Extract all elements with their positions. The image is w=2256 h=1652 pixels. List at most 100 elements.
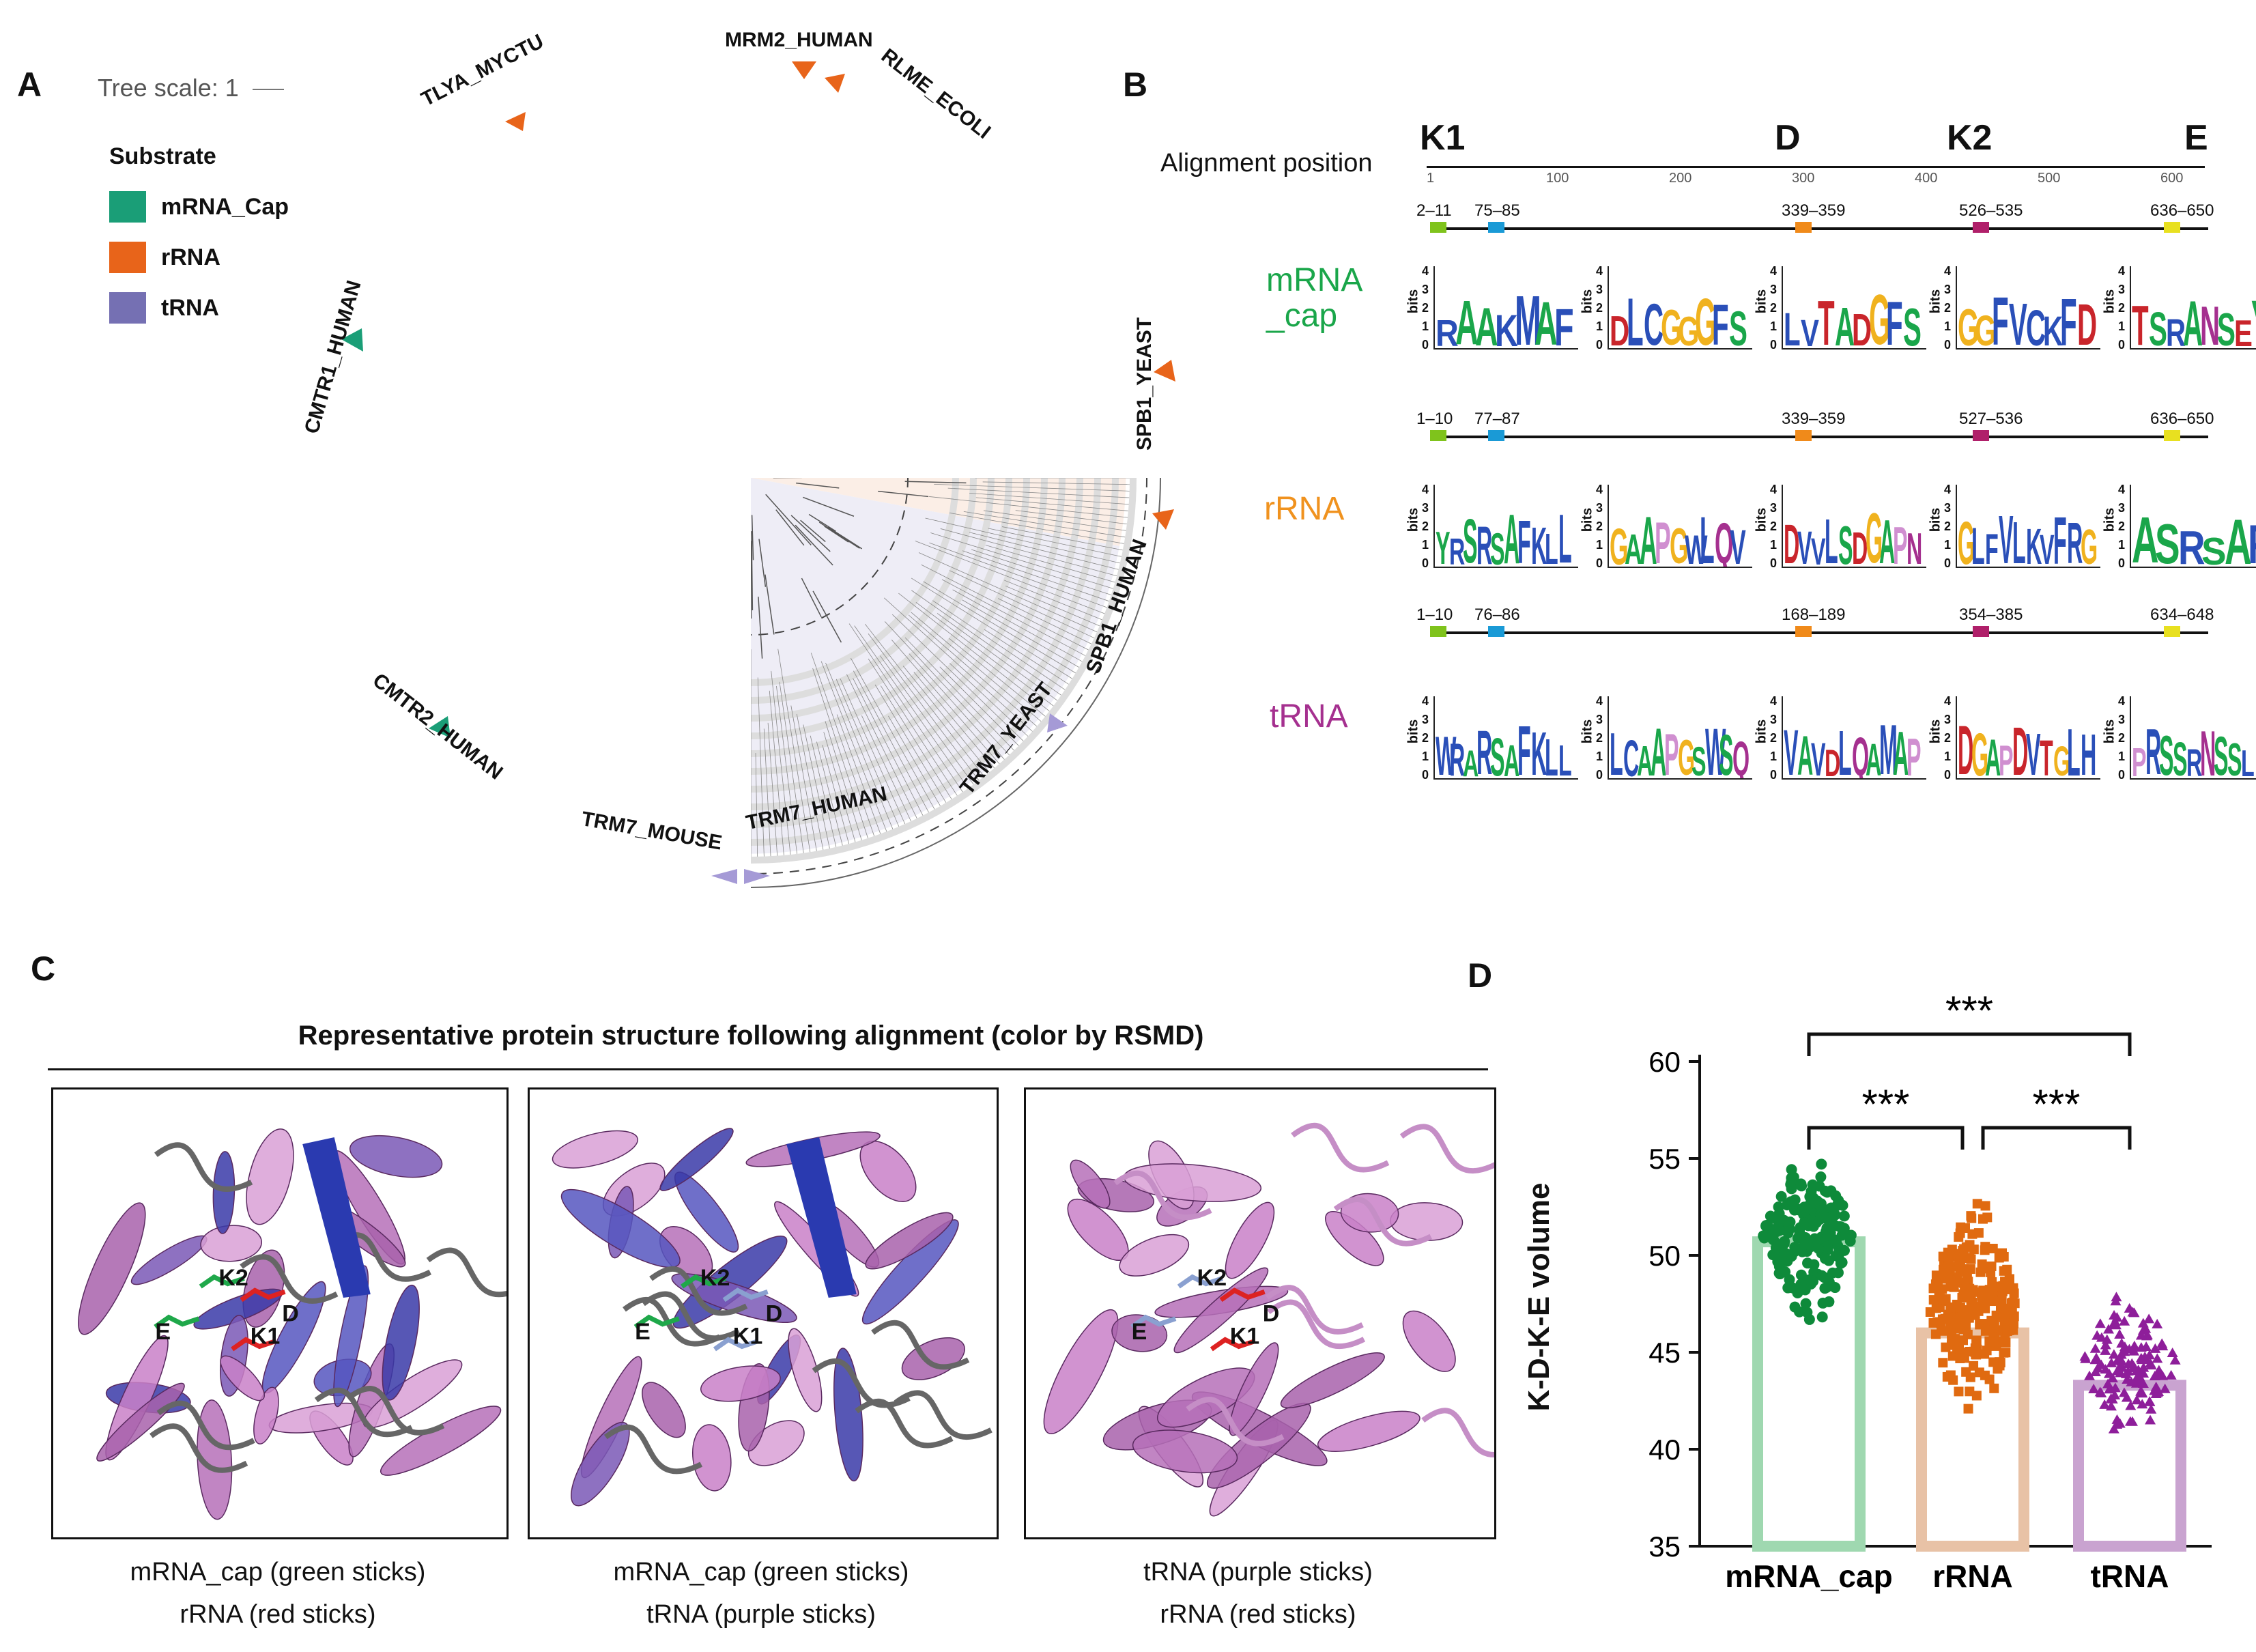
logo-letter: G bbox=[1695, 285, 1717, 348]
data-point bbox=[1760, 1220, 1772, 1231]
leaf-branch bbox=[413, 571, 569, 650]
leaf-branch bbox=[758, 99, 764, 262]
logo-letter: F bbox=[1712, 293, 1729, 348]
leaf-branch bbox=[941, 579, 1086, 656]
data-point bbox=[1930, 1279, 1941, 1290]
logo-letter: L bbox=[1610, 720, 1623, 778]
leaf-branch bbox=[808, 110, 842, 246]
internal-branch bbox=[751, 515, 754, 560]
logo-letter: A bbox=[1866, 734, 1882, 778]
data-point bbox=[1779, 1236, 1790, 1247]
data-point bbox=[2152, 1387, 2163, 1397]
legend-swatch-trna bbox=[109, 292, 146, 324]
y-tick-label: 55 bbox=[1648, 1143, 1681, 1175]
leaf-branch bbox=[517, 180, 633, 328]
helix bbox=[659, 1128, 734, 1191]
leaf-branch bbox=[911, 612, 1042, 722]
leaf-branch bbox=[929, 496, 1128, 518]
leaf-branch bbox=[949, 570, 1095, 638]
bar bbox=[1916, 1327, 2029, 1552]
sequence-logo bbox=[1782, 266, 1926, 350]
leaf-branch bbox=[756, 99, 758, 220]
residue-label: E bbox=[1132, 1319, 1147, 1345]
logo-letter: G bbox=[1975, 307, 1997, 348]
data-point bbox=[2115, 1349, 2127, 1359]
data-point bbox=[1980, 1201, 1990, 1211]
legend-item: mRNA_Cap bbox=[109, 190, 289, 224]
logo-letter: L bbox=[2012, 510, 2026, 567]
internal-branch bbox=[800, 519, 826, 543]
logo-letter: L bbox=[1558, 501, 1572, 567]
data-point bbox=[1959, 1252, 1969, 1262]
leaf-branch bbox=[937, 272, 1069, 358]
y-tick-label: 60 bbox=[1648, 1046, 1681, 1078]
leaf-branch bbox=[832, 129, 899, 287]
leaf-branch bbox=[943, 283, 1076, 362]
sequence-logo bbox=[2130, 485, 2256, 568]
logo-letter: D bbox=[1852, 304, 1872, 348]
motif-marker bbox=[1973, 430, 1989, 441]
internal-branch bbox=[756, 309, 760, 378]
internal-branch bbox=[818, 522, 860, 549]
data-point bbox=[2089, 1343, 2101, 1353]
leaf-branch bbox=[562, 149, 652, 306]
internal-branch bbox=[700, 357, 711, 384]
leaf-branch bbox=[848, 623, 963, 793]
leaf-branch bbox=[902, 666, 990, 773]
leaf-branch bbox=[373, 502, 481, 511]
leaf-branch bbox=[385, 536, 534, 575]
leaf-branch bbox=[779, 681, 804, 853]
internal-branch bbox=[758, 539, 767, 587]
motif-marker bbox=[1795, 626, 1812, 637]
motif-marker bbox=[1430, 430, 1446, 441]
leaf-branch bbox=[373, 492, 472, 498]
data-point bbox=[2122, 1374, 2133, 1384]
leaf-branch bbox=[900, 214, 1023, 333]
leaf-branch bbox=[1021, 465, 1130, 469]
internal-branch bbox=[737, 386, 741, 414]
data-point bbox=[1948, 1375, 1958, 1385]
leaf-branch bbox=[879, 655, 974, 785]
legend-title: Substrate bbox=[109, 143, 216, 169]
data-point bbox=[2165, 1369, 2177, 1380]
data-point bbox=[1823, 1255, 1835, 1266]
leaf-branch bbox=[836, 714, 881, 834]
data-point bbox=[2100, 1339, 2111, 1350]
loop bbox=[1265, 1285, 1364, 1335]
leaf-branch bbox=[997, 598, 1092, 644]
logo-letter: D bbox=[1784, 513, 1800, 567]
data-point bbox=[1999, 1348, 2009, 1358]
row-label-mrna: mRNA _cap bbox=[1266, 263, 1362, 334]
logo-letter: N bbox=[2200, 295, 2221, 348]
logo-letter: S bbox=[1490, 726, 1505, 778]
motif-range: 1–10 bbox=[1416, 410, 1453, 428]
loop bbox=[871, 1320, 970, 1370]
leaf-branch bbox=[373, 458, 520, 466]
leaf-branch bbox=[913, 240, 1045, 347]
leaf-branch bbox=[870, 164, 962, 302]
leaf-branch bbox=[724, 100, 734, 239]
motif-range: 339–359 bbox=[1782, 410, 1846, 428]
helix bbox=[78, 1202, 146, 1335]
logo-letter: V bbox=[2009, 291, 2027, 348]
data-point bbox=[1945, 1323, 1956, 1333]
sequence-logo bbox=[2130, 696, 2256, 780]
leaf-branch bbox=[812, 668, 868, 838]
internal-branch bbox=[765, 574, 775, 635]
leaf-branch bbox=[926, 188, 995, 270]
leaf-label-mrm2: MRM2_HUMAN bbox=[725, 29, 873, 51]
logo-letter: W bbox=[1685, 527, 1708, 567]
significance-bracket bbox=[1981, 1126, 2132, 1150]
data-point bbox=[1939, 1274, 1950, 1284]
leaf-branch bbox=[919, 336, 1102, 410]
data-point bbox=[2096, 1359, 2107, 1369]
caption-3: tRNA (purple sticks) rRNA (red sticks) bbox=[1024, 1551, 1492, 1636]
leaf-branch bbox=[984, 458, 1129, 466]
leaf-branch bbox=[444, 624, 549, 700]
